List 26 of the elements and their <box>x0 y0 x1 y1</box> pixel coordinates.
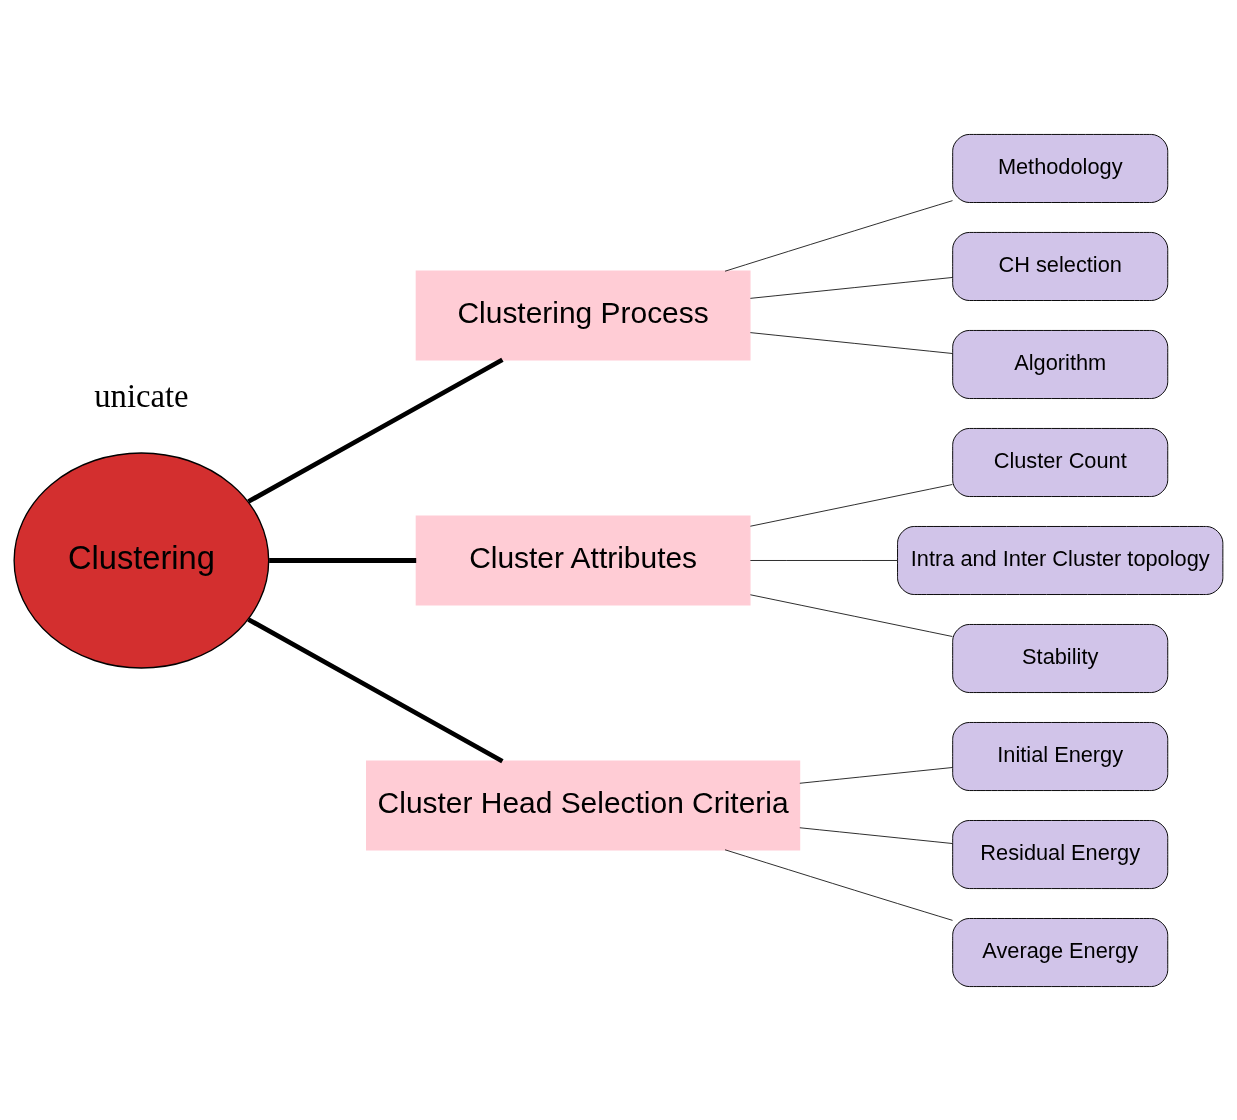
connector <box>750 559 898 561</box>
label: unicate <box>94 377 189 414</box>
connector <box>724 199 953 272</box>
node-box: Cluster Head Selection Criteria <box>366 760 801 850</box>
connector <box>750 331 953 354</box>
connector <box>750 593 953 637</box>
node-box: Average Energy <box>952 917 1169 987</box>
node-box: Cluster Attributes <box>415 515 751 605</box>
node-box: Intra and Inter Cluster topology <box>897 525 1224 595</box>
node-box: Initial Energy <box>952 721 1169 791</box>
connector <box>247 357 504 504</box>
connector <box>247 616 504 763</box>
connector <box>269 557 417 563</box>
node-box: Methodology <box>952 133 1169 203</box>
connector <box>724 848 953 921</box>
node-box: Clustering Process <box>415 270 751 360</box>
connector <box>799 826 953 844</box>
node-box: Stability <box>952 623 1169 693</box>
connector <box>750 276 953 299</box>
connector <box>799 766 953 784</box>
node-box: Algorithm <box>952 329 1169 399</box>
node-box: Cluster Count <box>952 427 1169 497</box>
node-box: Residual Energy <box>952 819 1169 889</box>
node-ellipse: Clustering <box>13 451 270 669</box>
connector <box>750 483 953 527</box>
node-box: CH selection <box>952 231 1169 301</box>
